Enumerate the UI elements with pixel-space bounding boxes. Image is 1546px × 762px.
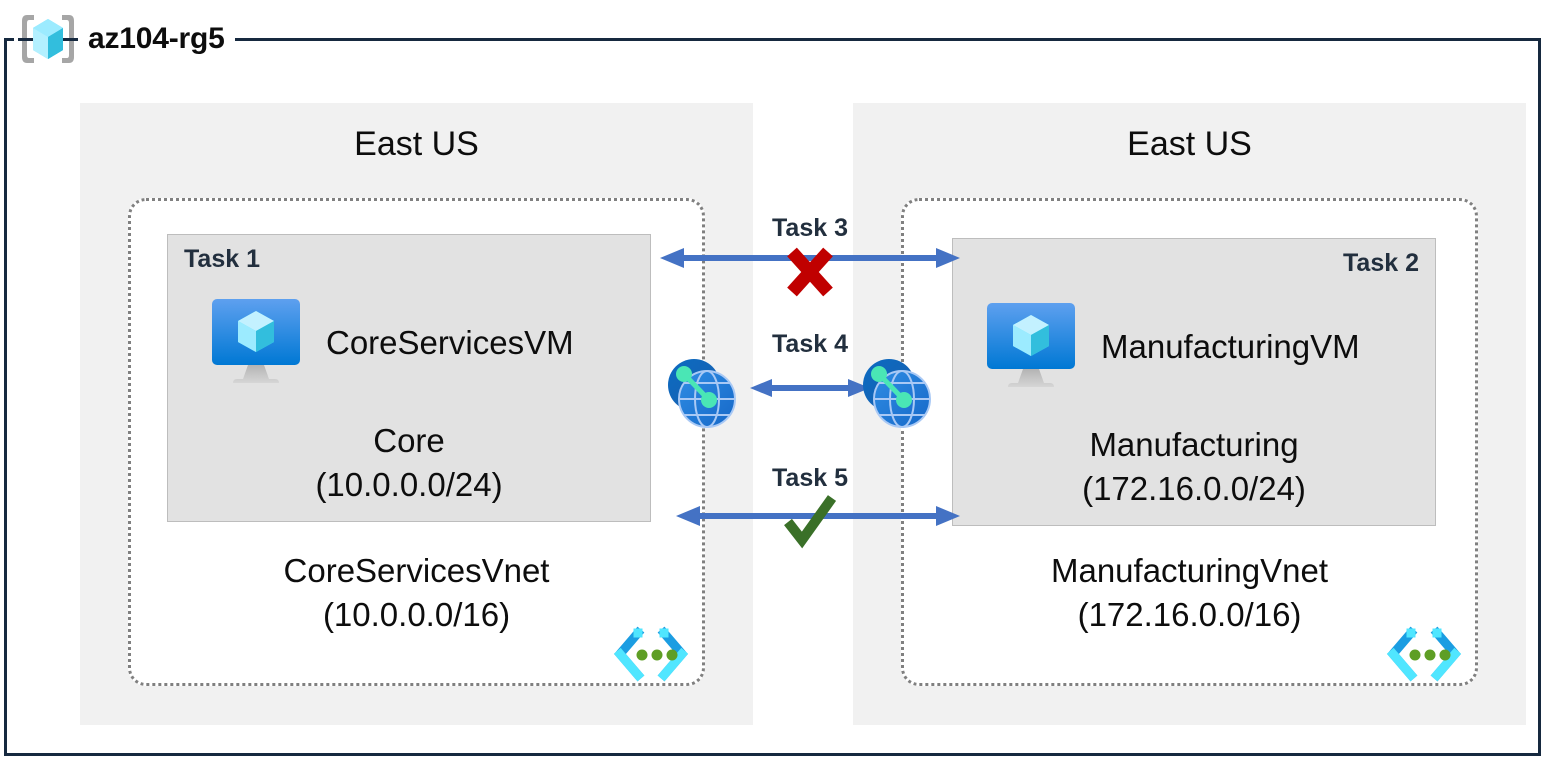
region-label-right: East US — [1127, 125, 1252, 163]
vnet-coreservices-caption: CoreServicesVnet (10.0.0.0/16) — [131, 549, 702, 637]
vm-manufacturing[interactable]: ManufacturingVM — [953, 301, 1435, 393]
vnet-peering-icon — [857, 355, 937, 431]
vnet-icon — [1387, 626, 1461, 682]
connector-task5-label: Task 5 — [772, 464, 848, 492]
subnet-manufacturing-address-prefix: (172.16.0.0/24) — [1082, 470, 1306, 507]
subnet-manufacturing[interactable]: Task 2 — [952, 238, 1436, 526]
region-label-left: East US — [354, 125, 479, 163]
task-tag-task1: Task 1 — [184, 245, 260, 273]
red-x-icon — [787, 247, 833, 297]
subnet-core-name: Core — [373, 422, 445, 459]
resource-group-frame — [4, 38, 1541, 756]
virtual-machine-icon — [210, 297, 306, 389]
subnet-core[interactable]: Task 1 — [167, 234, 651, 522]
virtual-machine-icon — [985, 301, 1081, 393]
vnet-manufacturing-name: ManufacturingVnet — [1050, 552, 1328, 589]
connector-task3-label: Task 3 — [772, 214, 848, 242]
vnet-peering-icon — [662, 355, 742, 431]
vm-coreservices-name: CoreServicesVM — [326, 324, 574, 361]
connector-task5: Task 5 — [660, 464, 960, 549]
resource-group-header: az104-rg5 — [14, 15, 235, 63]
subnet-manufacturing-caption: Manufacturing (172.16.0.0/24) — [953, 423, 1435, 511]
vm-coreservices[interactable]: CoreServicesVM — [168, 297, 650, 389]
subnet-core-address-prefix: (10.0.0.0/24) — [315, 466, 503, 503]
vnet-icon — [614, 626, 688, 682]
subnet-core-caption: Core (10.0.0.0/24) — [168, 419, 650, 507]
connector-task3: Task 3 — [660, 214, 960, 297]
subnet-manufacturing-name: Manufacturing — [1089, 426, 1299, 463]
resource-group-name: az104-rg5 — [88, 22, 225, 55]
vnet-coreservices-address-space: (10.0.0.0/16) — [322, 596, 511, 633]
vm-manufacturing-name: ManufacturingVM — [1101, 328, 1360, 365]
connector-task4-label: Task 4 — [772, 330, 848, 358]
task-tag-task2: Task 2 — [1343, 249, 1419, 277]
connector-task4: Task 4 — [660, 330, 960, 397]
vnet-manufacturing-caption: ManufacturingVnet (172.16.0.0/16) — [904, 549, 1475, 637]
vnet-manufacturing-address-space: (172.16.0.0/16) — [1077, 596, 1302, 633]
resource-group-icon — [18, 11, 78, 67]
green-check-icon — [784, 495, 837, 549]
vnet-coreservices-name: CoreServicesVnet — [283, 552, 550, 589]
